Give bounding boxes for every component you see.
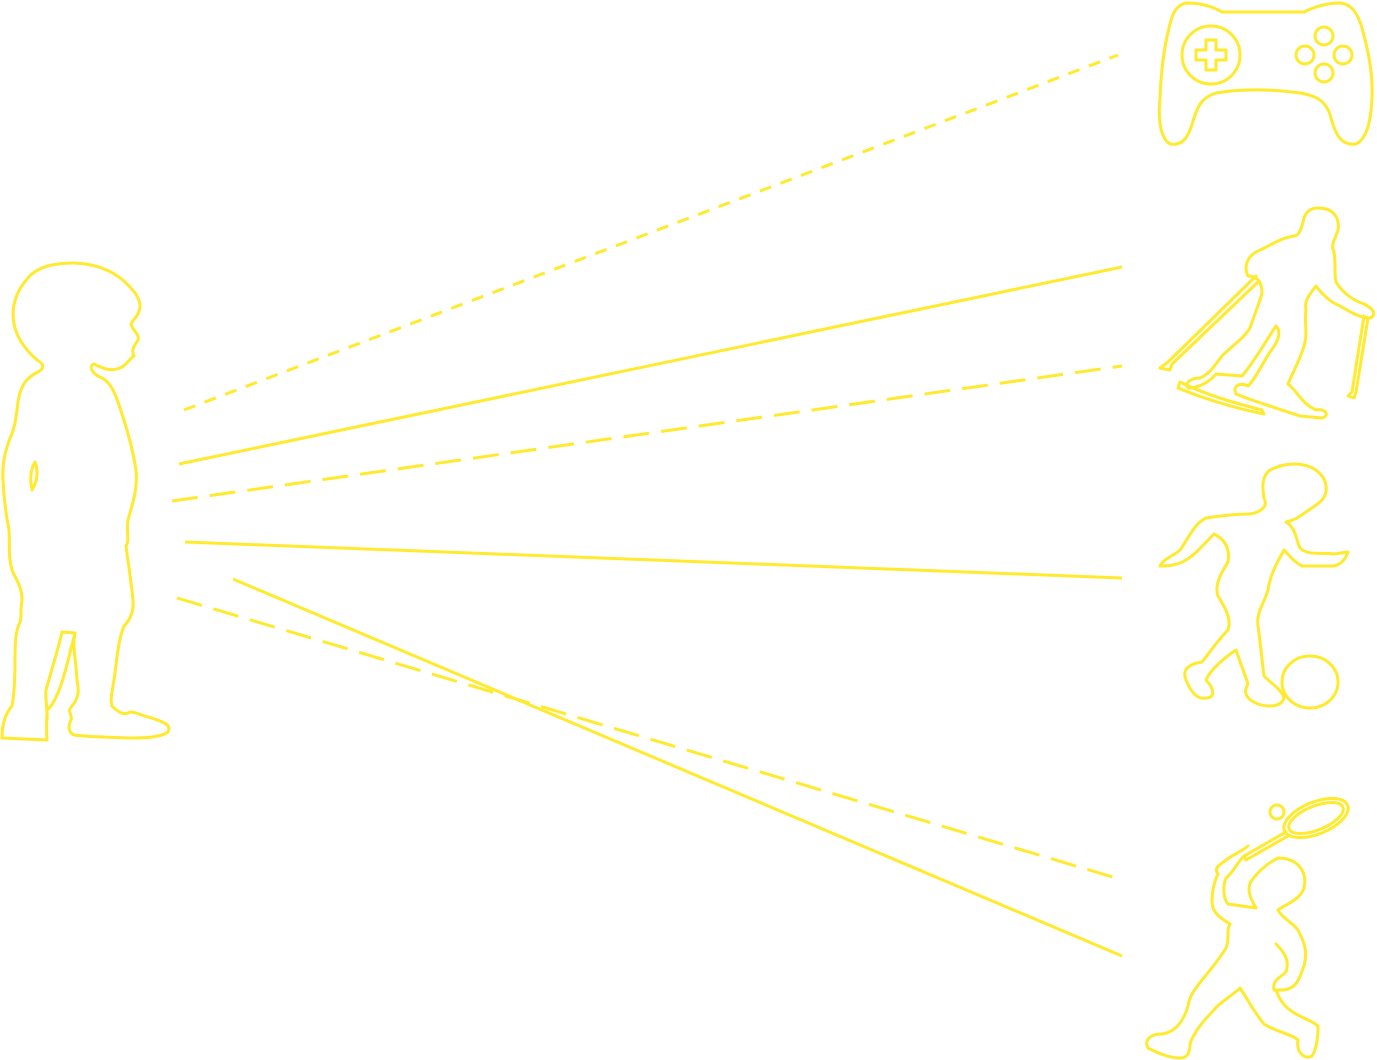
action-button-top <box>1313 25 1335 47</box>
skier-pole-right <box>1346 314 1370 400</box>
dpad-ring <box>1180 24 1242 86</box>
game-controller-icon <box>1157 1 1374 146</box>
tennis-player-arm <box>1222 854 1280 910</box>
connector-child-to-skier-dashed <box>171 364 1123 503</box>
soccer-player-body <box>1158 462 1350 708</box>
child-outline <box>0 261 77 742</box>
action-button-left <box>1294 44 1316 66</box>
connector-child-to-game-controller-dashed <box>183 53 1119 412</box>
tennis-player-silhouette-icon <box>1145 796 1350 1060</box>
connector-child-to-skier-solid <box>178 265 1123 466</box>
child-hand <box>29 460 39 492</box>
dpad-cross <box>1194 38 1228 72</box>
tennis-racket-head <box>1282 796 1350 840</box>
action-button-right <box>1332 44 1354 66</box>
tennis-player-body <box>1145 844 1320 1060</box>
skier-body <box>1185 206 1376 420</box>
soccer-player-silhouette-icon <box>1158 462 1350 710</box>
connector-child-to-tennis-player-solid <box>232 577 1123 958</box>
action-button-bottom <box>1313 62 1335 84</box>
standing-child-silhouette-icon <box>0 261 171 742</box>
skier-silhouette-icon <box>1158 206 1376 420</box>
skier-pole-left <box>1158 274 1260 372</box>
tennis-player-shorts <box>1272 942 1289 992</box>
tennis-racket-rim <box>1287 800 1345 836</box>
connector-lines <box>171 53 1123 958</box>
skier-ski <box>1176 380 1266 416</box>
tennis-racket-handle <box>1242 830 1290 862</box>
connector-child-to-tennis-player-dashed <box>176 596 1117 880</box>
connector-child-to-soccer-player-solid <box>184 540 1123 580</box>
tennis-ball <box>1268 803 1286 821</box>
child-outline-back <box>67 261 171 740</box>
soccer-ball <box>1280 654 1340 710</box>
controller-body <box>1157 1 1374 146</box>
